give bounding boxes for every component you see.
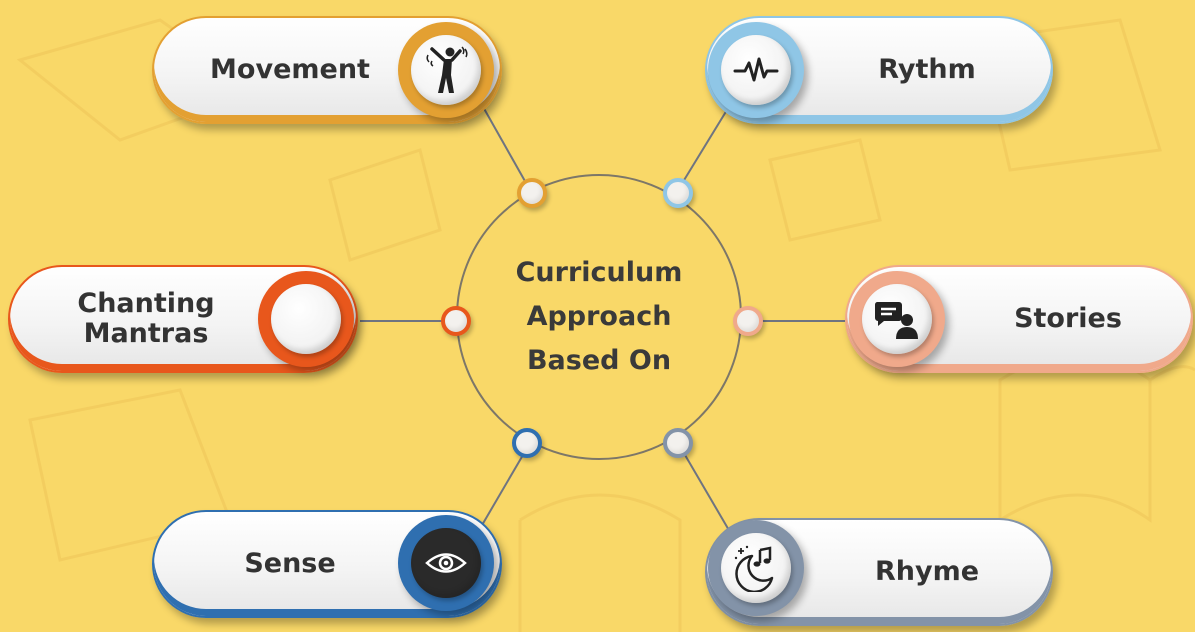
moon-music-icon (721, 533, 791, 603)
connector-rhyme (677, 442, 731, 533)
node-sense (512, 428, 542, 458)
pill-label-chanting: Chanting Mantras (77, 288, 215, 349)
hub-title: Curriculum Approach Based On (515, 257, 683, 376)
node-stories (733, 306, 763, 336)
badge-stories (849, 271, 945, 367)
eye-icon (411, 528, 481, 598)
connector-sense (477, 442, 531, 533)
node-movement (517, 178, 547, 208)
pill-label-rythm: Rythm (878, 54, 976, 85)
pill-label-rhyme: Rhyme (874, 556, 980, 587)
badge-chanting (258, 271, 354, 367)
pill-label-stories: Stories (1014, 303, 1122, 334)
pill-label-sense: Sense (244, 548, 336, 579)
node-rhyme (663, 428, 693, 458)
badge-sense (398, 515, 494, 611)
dancing-person-icon (411, 35, 481, 105)
pill-label-movement: Movement (210, 54, 370, 85)
blank-icon-placeholder (271, 284, 341, 354)
hub-circle: Curriculum Approach Based On (456, 174, 742, 460)
badge-movement (398, 22, 494, 118)
connector-movement (481, 104, 531, 191)
heartbeat-pulse-icon (721, 35, 791, 105)
badge-rythm (708, 22, 804, 118)
connector-rythm (677, 104, 731, 191)
node-rythm (663, 178, 693, 208)
badge-rhyme (708, 520, 804, 616)
chat-person-icon (862, 284, 932, 354)
node-chanting (441, 306, 471, 336)
